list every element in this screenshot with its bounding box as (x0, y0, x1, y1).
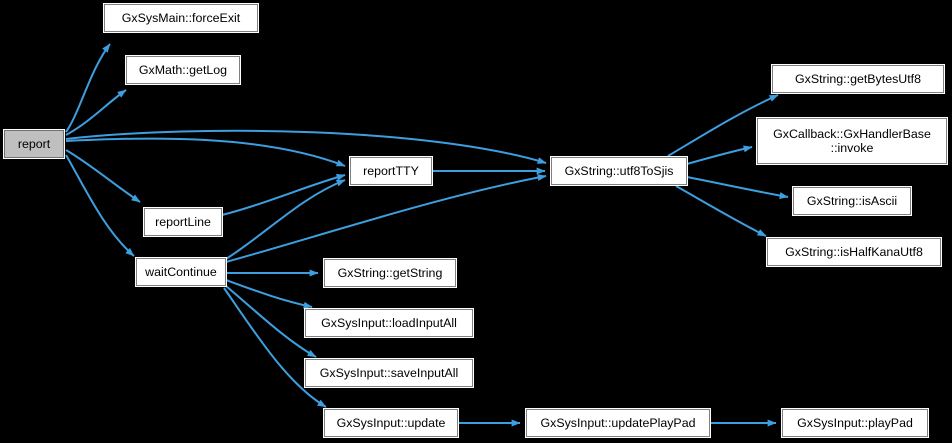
graph-node-reportTTY[interactable]: reportTTY (349, 156, 433, 186)
graph-node-waitContinue[interactable]: waitContinue (135, 257, 227, 287)
graph-node-label: GxMath::getLog (138, 63, 228, 77)
graph-node-updatePlayPad[interactable]: GxSysInput::updatePlayPad (525, 408, 711, 438)
graph-node-label: report (17, 137, 51, 151)
graph-node-getBytesUtf8[interactable]: GxString::getBytesUtf8 (771, 64, 945, 94)
graph-node-label: GxSysInput::playPad (797, 416, 913, 430)
call-edge-waitContinue-to-saveInputAll (225, 285, 317, 358)
call-edge-waitContinue-to-loadInputAll (225, 279, 313, 309)
graph-node-isAscii[interactable]: GxString::isAscii (792, 186, 912, 216)
graph-node-label: GxString::isAscii (806, 194, 898, 208)
graph-node-reportLine[interactable]: reportLine (143, 207, 223, 237)
call-edge-utf8ToSjis-to-getBytesUtf8 (667, 94, 779, 157)
graph-node-utf8ToSjis[interactable]: GxString::utf8ToSjis (550, 156, 688, 186)
call-edge-report-to-utf8ToSjis (65, 129, 547, 164)
graph-node-loadInputAll[interactable]: GxSysInput::loadInputAll (304, 308, 474, 338)
graph-node-label: GxSysMain::forceExit (121, 11, 241, 25)
graph-node-update[interactable]: GxSysInput::update (323, 408, 459, 438)
call-edge-reportLine-to-reportTTY (221, 173, 346, 216)
graph-node-label: reportTTY (363, 164, 419, 178)
graph-node-label: GxString::getBytesUtf8 (794, 72, 922, 86)
graph-node-label: reportLine (155, 215, 211, 229)
graph-node-label: waitContinue (145, 265, 217, 279)
graph-node-forceExit[interactable]: GxSysMain::forceExit (103, 3, 259, 33)
call-edge-waitContinue-to-update (223, 287, 327, 408)
graph-node-label: GxCallback::GxHandlerBase ::invoke (773, 127, 931, 155)
call-edge-utf8ToSjis-to-isHalfKanaUtf8 (675, 185, 767, 237)
call-edge-report-to-reportLine (65, 149, 141, 203)
graph-node-invoke[interactable]: GxCallback::GxHandlerBase ::invoke (756, 117, 948, 165)
graph-node-getString[interactable]: GxString::getString (323, 258, 457, 288)
call-edge-utf8ToSjis-to-isAscii (686, 176, 789, 199)
graph-node-label: GxSysInput::loadInputAll (321, 316, 457, 330)
graph-node-saveInputAll[interactable]: GxSysInput::saveInputAll (304, 358, 474, 388)
graph-node-getLog[interactable]: GxMath::getLog (125, 55, 241, 85)
call-edge-report-to-waitContinue (65, 154, 135, 257)
call-edge-waitContinue-to-reportTTY (225, 179, 346, 260)
graph-node-playPad[interactable]: GxSysInput::playPad (781, 408, 929, 438)
graph-node-label: GxString::getString (337, 266, 443, 280)
call-edge-waitContinue-to-utf8ToSjis (225, 174, 547, 263)
graph-node-label: GxSysInput::saveInputAll (319, 366, 459, 380)
graph-node-label: GxSysInput::update (336, 416, 446, 430)
call-edge-report-to-forceExit (65, 43, 111, 133)
graph-node-isHalfKanaUtf8[interactable]: GxString::isHalfKanaUtf8 (766, 237, 942, 267)
graph-node-label: GxString::isHalfKanaUtf8 (785, 245, 923, 259)
graph-node-label: GxString::utf8ToSjis (564, 164, 674, 178)
edge-layer (65, 43, 789, 427)
graph-node-label: GxSysInput::updatePlayPad (540, 416, 696, 430)
call-edge-utf8ToSjis-to-invoke (686, 145, 753, 165)
graph-node-report[interactable]: report (3, 129, 65, 159)
call-edge-report-to-reportTTY (65, 137, 346, 167)
call-edge-report-to-getLog (65, 89, 127, 136)
